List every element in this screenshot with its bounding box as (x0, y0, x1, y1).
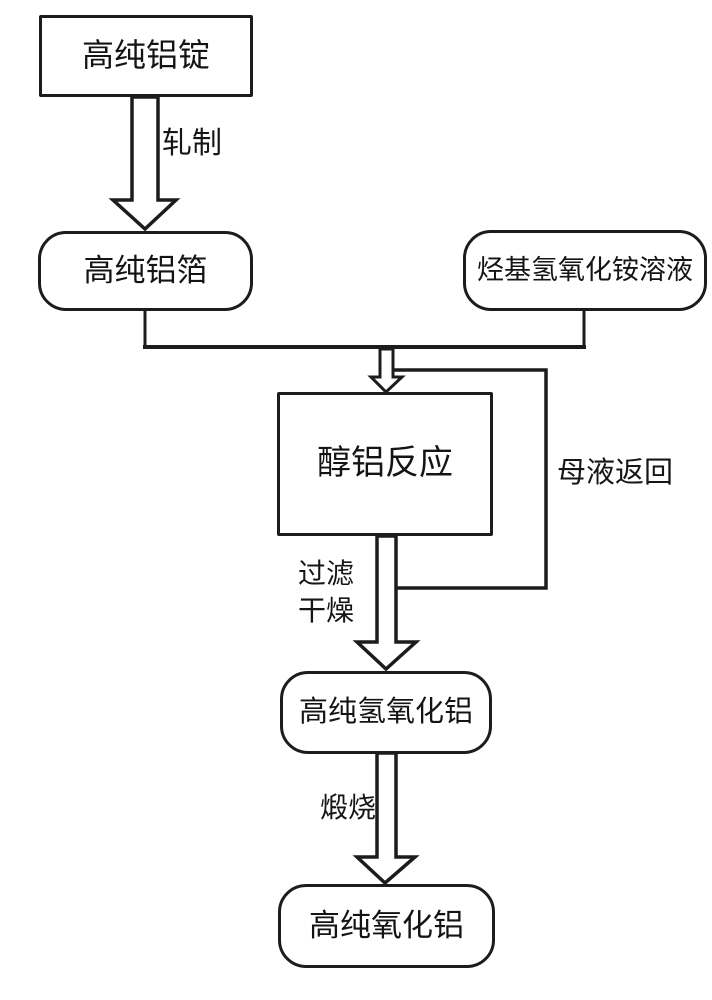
edge-label-filtering: 过滤 (298, 559, 355, 590)
node-label-ammonium-solution: 烃基氢氧化铵溶液 (477, 254, 693, 285)
node-high-purity-aluminum-ingot: 高纯铝锭 (39, 15, 253, 97)
node-label-hydroxide: 高纯氢氧化铝 (298, 695, 473, 728)
node-label-reaction: 醇铝反应 (317, 445, 453, 483)
node-aluminum-alkoxide-reaction: 醇铝反应 (277, 392, 493, 536)
arrow-filter-dry (352, 534, 421, 672)
edge-label-filter-dry: 过滤 干燥 (298, 556, 354, 630)
node-high-purity-aluminum-hydroxide: 高纯氢氧化铝 (280, 671, 492, 754)
mother-liquor-return-line (392, 368, 548, 590)
arrow-into-reaction (367, 347, 406, 395)
node-ammonium-hydroxide-solution: 烃基氢氧化铵溶液 (463, 230, 707, 311)
node-label-ingot: 高纯铝锭 (81, 37, 210, 74)
edge-label-mother-liquor-return: 母液返回 (557, 457, 674, 489)
arrow-calcining (352, 751, 420, 886)
node-high-purity-alumina: 高纯氧化铝 (278, 884, 495, 968)
edge-label-calcining: 煅烧 (320, 793, 377, 824)
edge-label-drying: 干燥 (298, 596, 355, 627)
edge-label-rolling: 轧制 (162, 127, 222, 160)
node-label-alumina: 高纯氧化铝 (309, 907, 464, 943)
node-label-foil: 高纯铝箔 (83, 252, 208, 288)
node-high-purity-aluminum-foil: 高纯铝箔 (38, 231, 253, 311)
arrow-rolling (108, 95, 181, 232)
